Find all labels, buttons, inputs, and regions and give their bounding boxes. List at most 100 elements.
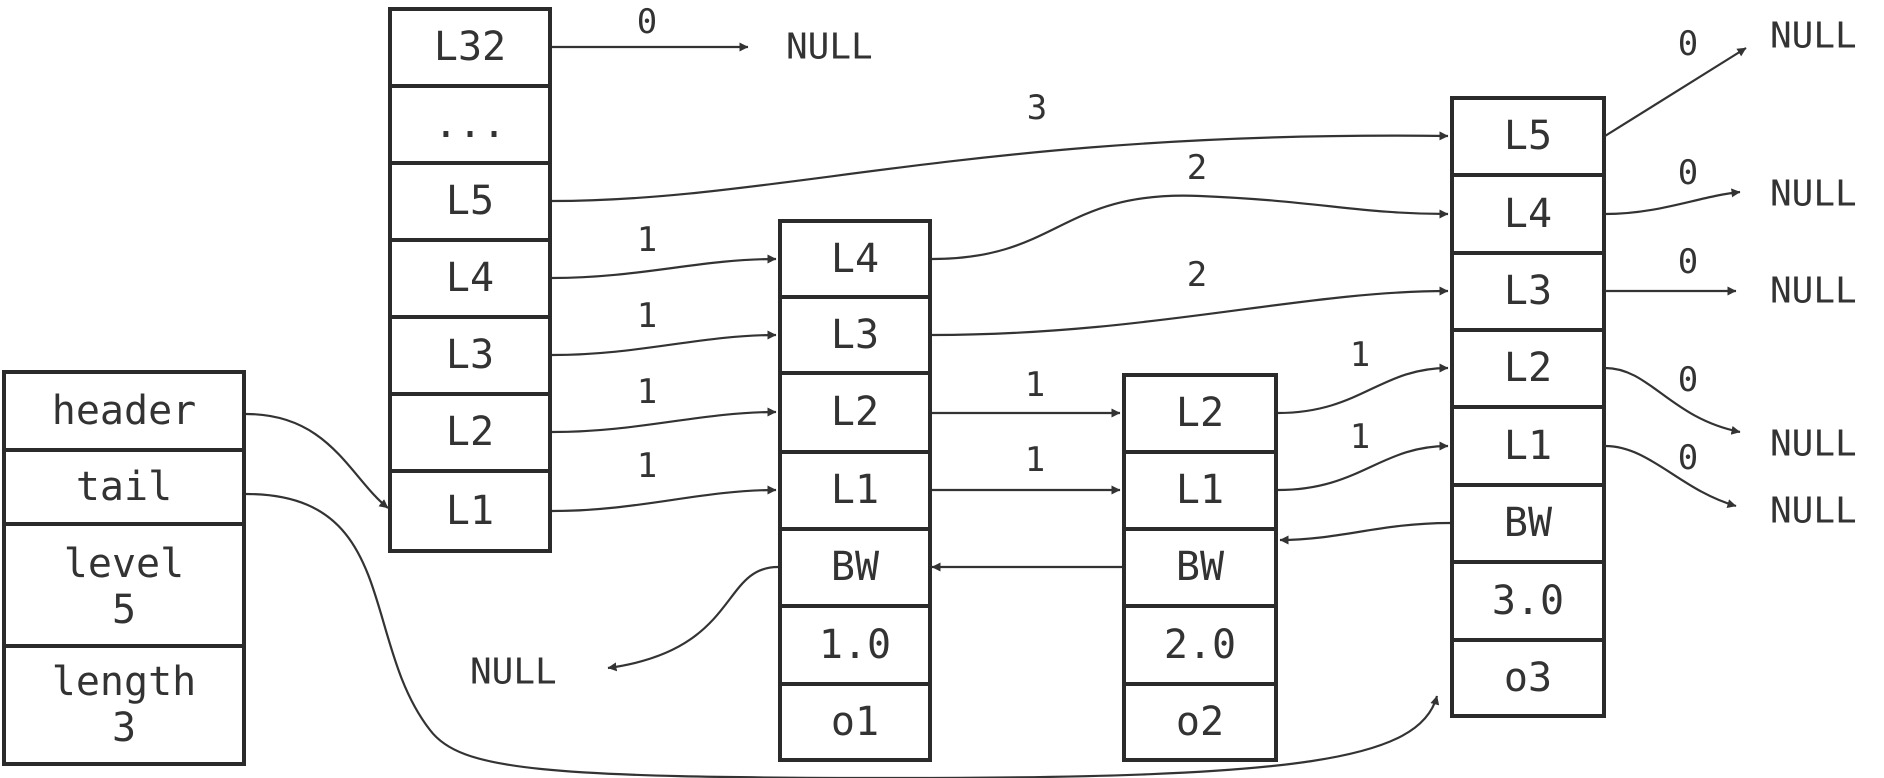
null-label: NULL: [1770, 271, 1857, 312]
node1-l4-arrow: [931, 194, 1449, 261]
node-backward-label: BW: [831, 544, 880, 590]
span-label: 2: [1187, 255, 1207, 295]
span-label: 1: [1350, 417, 1370, 457]
header-level-label: L1: [446, 488, 494, 534]
header-field-arrow: [245, 412, 389, 509]
node-backward-cell: [1450, 483, 1606, 564]
header-field-cell: [2, 370, 246, 452]
length-field-value: 3: [112, 705, 136, 751]
node-3: L5 L4 L3 L2 L1 BW 3.0 o3: [1450, 96, 1606, 718]
header-level-label: L4: [446, 255, 494, 301]
node-backward-cell: [778, 527, 932, 608]
node3-l1-arrow: [1604, 444, 1737, 508]
node-obj-label: o2: [1176, 699, 1224, 745]
node-level-cell: [1450, 96, 1606, 177]
span-label: 1: [637, 220, 657, 260]
node-1: L4 L3 L2 L1 BW 1.0 o1: [778, 219, 932, 762]
span-label: 0: [1678, 242, 1698, 282]
node-score-label: 1.0: [819, 622, 891, 668]
header-level-cell: [388, 469, 552, 553]
node-level-cell: [1122, 373, 1278, 454]
span-label: 1: [1025, 440, 1045, 480]
span-label: 0: [1678, 24, 1698, 64]
node1-l3-arrow: [931, 286, 1449, 337]
node-level-label: L3: [1504, 268, 1552, 314]
header-level-cell: [388, 392, 552, 473]
null-labels: NULL NULL NULL NULL NULL NULL NULL: [470, 16, 1857, 693]
tail-field-arrow: [245, 492, 1440, 778]
node-level-label: L4: [831, 236, 879, 282]
length-field-label: length: [52, 659, 197, 705]
header-l2-arrow: [551, 407, 777, 434]
node-level-label: L4: [1504, 191, 1552, 237]
node-level-label: L1: [1176, 467, 1224, 513]
node-level-cell: [778, 371, 932, 454]
null-label: NULL: [1770, 174, 1857, 215]
node2-l1-arrow: [1277, 441, 1449, 492]
span-label: 0: [1678, 438, 1698, 478]
node-obj-label: o3: [1504, 655, 1552, 701]
null-label: NULL: [470, 652, 557, 693]
null-label: NULL: [1770, 491, 1857, 532]
node-level-label: L1: [1504, 423, 1552, 469]
node-level-label: L5: [1504, 113, 1552, 159]
header-node: L32 ... L5 L4 L3 L2 L1: [388, 7, 552, 553]
header-level-label: L32: [434, 24, 506, 70]
span-label: 2: [1187, 148, 1207, 188]
node-score-cell: [1122, 604, 1278, 686]
pointer-arrows: [245, 42, 1747, 778]
node-level-label: L2: [1504, 345, 1552, 391]
node2-l2-arrow: [1277, 363, 1449, 415]
null-label: NULL: [1770, 424, 1857, 465]
node-level-label: L2: [1176, 390, 1224, 436]
node-2: L2 L1 BW 2.0 o2: [1122, 373, 1278, 762]
node-backward-cell: [1122, 527, 1278, 608]
node-score-cell: [778, 604, 932, 686]
header-level-label: L5: [446, 178, 494, 224]
tail-field-label: tail: [76, 464, 172, 510]
header-l4-arrow: [551, 254, 777, 280]
node-obj-cell: [778, 682, 932, 762]
node-obj-cell: [1122, 682, 1278, 762]
null-label: NULL: [786, 27, 873, 68]
level-field-label: level: [64, 541, 184, 587]
span-label: 1: [637, 372, 657, 412]
node3-l4-arrow: [1604, 188, 1741, 216]
node-level-label: L3: [831, 312, 879, 358]
null-label: NULL: [1770, 16, 1857, 57]
header-l1-arrow: [551, 485, 777, 513]
level-field-value: 5: [112, 587, 136, 633]
node3-l5-arrow: [1604, 47, 1747, 137]
header-level-label: ...: [434, 101, 506, 147]
node-backward-label: BW: [1504, 500, 1553, 546]
header-level-label: L2: [446, 409, 494, 455]
node-backward-label: BW: [1176, 544, 1225, 590]
span-label: 1: [637, 296, 657, 336]
header-l5-arrow: [551, 131, 1449, 203]
span-label: 0: [637, 2, 657, 42]
node-obj-label: o1: [831, 699, 879, 745]
node-level-cell: [1450, 328, 1606, 409]
node-level-label: L1: [831, 467, 879, 513]
span-label: 1: [1025, 365, 1045, 405]
span-label: 1: [637, 446, 657, 486]
span-label: 3: [1027, 88, 1047, 128]
length-field-cell: [2, 644, 246, 766]
node-score-cell: [1450, 560, 1606, 642]
node-score-label: 2.0: [1164, 622, 1236, 668]
header-field-label: header: [52, 388, 197, 434]
node-score-label: 3.0: [1492, 578, 1564, 624]
header-level-cell: [388, 238, 552, 319]
span-label: 0: [1678, 153, 1698, 193]
header-l3-arrow: [551, 330, 777, 357]
span-label: 0: [1678, 360, 1698, 400]
node1-backward-arrow: [607, 565, 779, 672]
skiplist-struct: header tail level 5 length 3: [2, 370, 246, 766]
node3-backward-arrow: [1279, 521, 1451, 545]
span-label: 1: [1350, 335, 1370, 375]
span-labels: 0 3 1 1 1 1 2 2 1 1 1 1 0 0 0 0 0: [637, 2, 1698, 486]
node-level-cell: [1122, 450, 1278, 531]
node-obj-cell: [1450, 638, 1606, 718]
header-level-label: L3: [446, 332, 494, 378]
